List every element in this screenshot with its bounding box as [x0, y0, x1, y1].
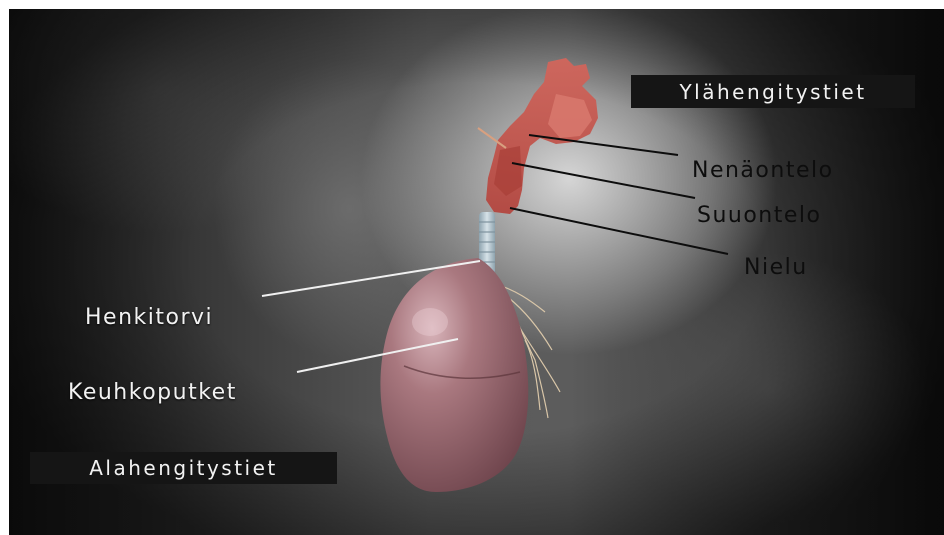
trachea-label: Henkitorvi: [85, 305, 213, 330]
nasal-cavity-label: Nenäontelo: [692, 158, 834, 183]
bronchi-label: Keuhkoputket: [68, 380, 237, 405]
oral-cavity-label: Suuontelo: [697, 203, 822, 228]
pharynx-label: Nielu: [744, 255, 808, 280]
lower-airways-label-box: Alahengitystiet: [30, 452, 337, 484]
upper-airways-label-box: Ylähengitystiet: [631, 75, 915, 108]
lung-shape: [380, 258, 528, 492]
